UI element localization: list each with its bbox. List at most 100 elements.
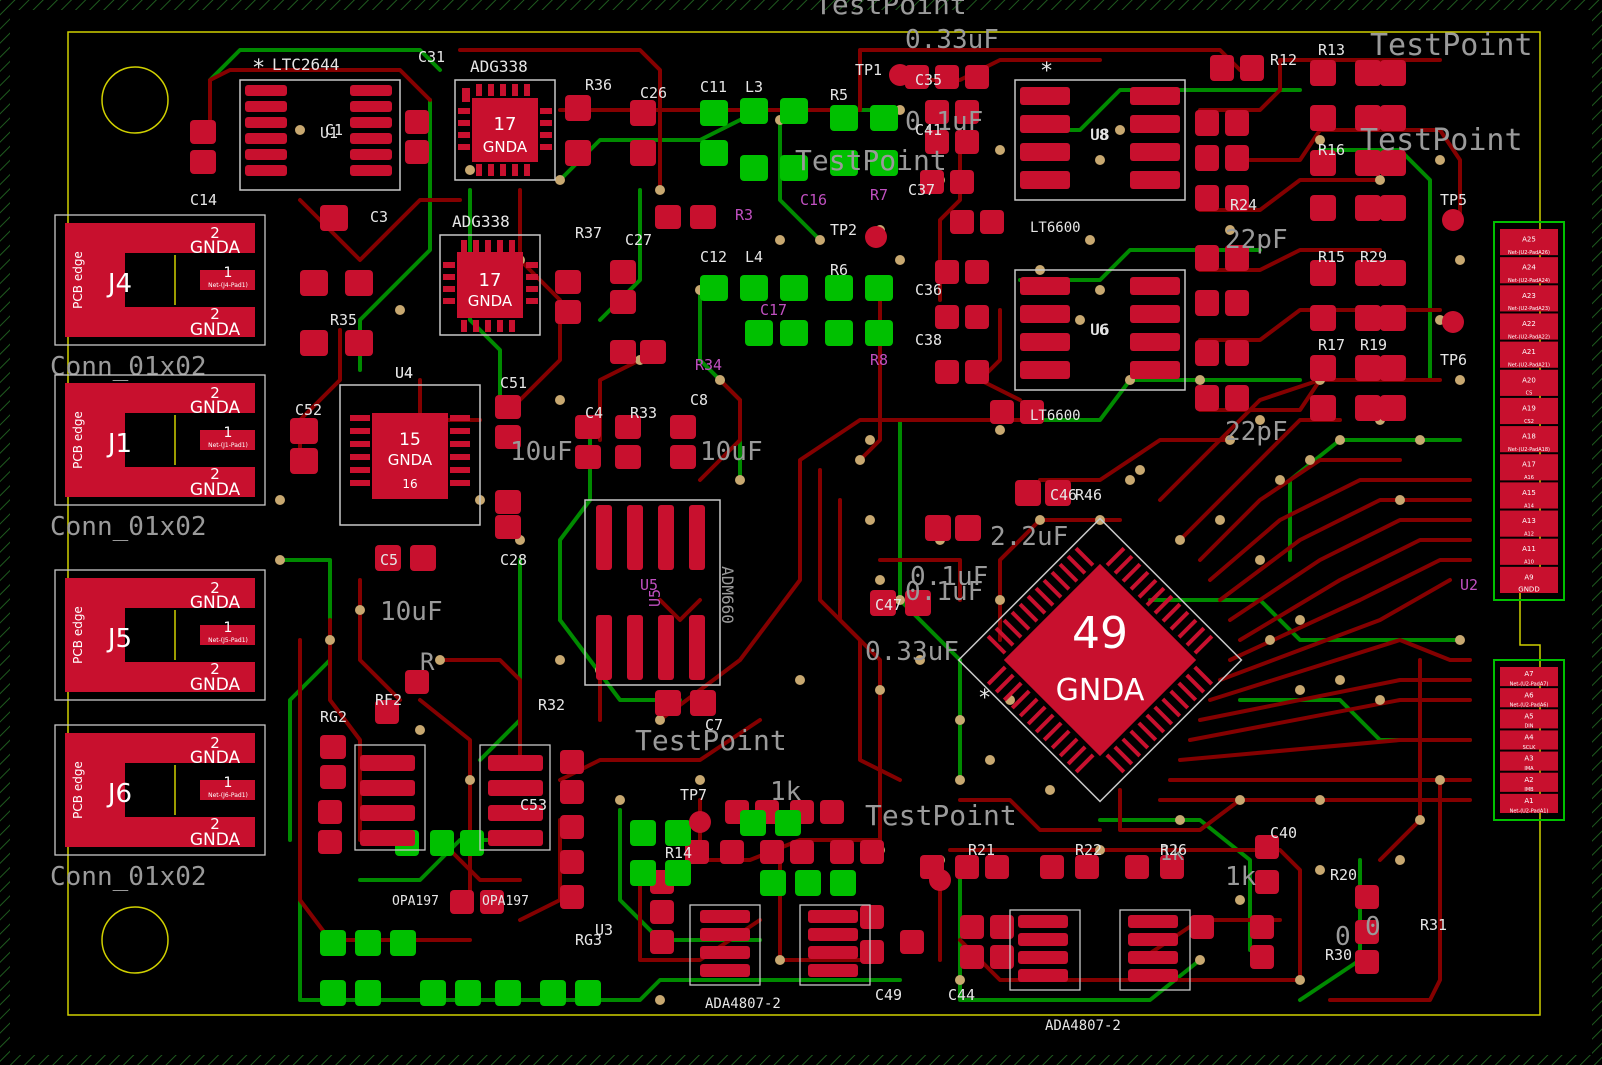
- header-pin-net: Net-(U2-PadA21): [1508, 363, 1550, 369]
- refdes-c7: C7: [705, 716, 723, 734]
- header-pin-label: A6: [1524, 691, 1534, 699]
- refdes-r32: R32: [538, 696, 565, 714]
- refdes-c31: C31: [418, 48, 445, 66]
- refdes-c27: C27: [625, 231, 652, 249]
- header-pin-label: A25: [1522, 236, 1536, 244]
- svg-text:*: *: [978, 686, 991, 711]
- refdes-c5: C5: [380, 551, 398, 569]
- silk-label: 0: [1365, 912, 1381, 942]
- ic-u4[interactable]: 15 GNDA 16 U4: [339, 364, 481, 526]
- refdes-c47: C47: [875, 596, 902, 614]
- refdes-c14: C14: [190, 191, 217, 209]
- svg-text:ADM660: ADM660: [718, 566, 737, 624]
- header-pin-label: A23: [1522, 292, 1536, 300]
- header-pin-label: A9: [1524, 573, 1533, 581]
- refdes-rg2: RG2: [320, 708, 347, 726]
- silk-label: LT6600: [1030, 408, 1081, 424]
- refdes-r12: R12: [1270, 51, 1297, 69]
- silk-label: 10uF: [700, 437, 763, 467]
- pcb-edge-label: PCB edge: [71, 761, 85, 819]
- ic-u8[interactable]: U8 *: [1014, 59, 1186, 201]
- header-pin-label: A17: [1522, 461, 1536, 469]
- pcb-edge-label: PCB edge: [71, 251, 85, 309]
- opamp-opa197-left[interactable]: [354, 744, 551, 851]
- refdes-c12: C12: [700, 248, 727, 266]
- connector-ref: J1: [106, 429, 132, 459]
- pin-net: Net-(J4-Pad1): [208, 282, 248, 289]
- svg-text:ADG338: ADG338: [452, 212, 510, 231]
- silk-label: TestPoint: [865, 799, 1017, 832]
- header-pin-net: Net-(U2-PadA26): [1508, 250, 1550, 256]
- refdes-c28: C28: [500, 551, 527, 569]
- pin-label: 2: [210, 465, 220, 483]
- refdes-u3: U3: [595, 921, 613, 939]
- refdes-c40: C40: [1270, 824, 1297, 842]
- silk-label: 0.1uF: [905, 577, 983, 607]
- pin-label: 1: [224, 425, 233, 441]
- header-pin-label: A1: [1524, 797, 1533, 805]
- qfn-pad-net: GNDA: [1056, 673, 1145, 708]
- mounting-hole: [101, 66, 169, 134]
- ic-adg338-top[interactable]: 17 GNDA ADG338: [454, 57, 556, 181]
- header-pin-label: A3: [1524, 755, 1533, 763]
- refdes-c17: C17: [760, 301, 787, 319]
- refdes-u1: U1: [320, 124, 338, 142]
- ic-u5-adm660[interactable]: U5 ADM660: [584, 499, 737, 686]
- ic-label: LTC2644: [272, 55, 339, 74]
- header-pin-net: Net-(U2-PadA1): [1510, 808, 1549, 814]
- refdes-c37: C37: [908, 181, 935, 199]
- refdes-rg3: RG3: [575, 931, 602, 949]
- opamp-ada4807-right[interactable]: [1009, 909, 1191, 991]
- pin-label: 1: [224, 620, 233, 636]
- header-u2-bottom[interactable]: A7Net-(U2-PadA7)A6Net-(U2-PadA6)A5DINA4S…: [1493, 659, 1565, 821]
- silk-label: 1k: [1225, 862, 1257, 892]
- silk-label: 22pF: [1225, 417, 1288, 447]
- refdes-r6: R6: [830, 261, 848, 279]
- silk-label: 0.33uF: [905, 25, 999, 55]
- ic-adg338-second[interactable]: 17 GNDA ADG338: [439, 212, 541, 336]
- pin-net: GNDA: [190, 480, 241, 500]
- header-pin-net: GNDD: [1518, 586, 1539, 594]
- refdes-r34: R34: [695, 356, 722, 374]
- silk-label: 1k: [770, 777, 802, 807]
- refdes-r36: R36: [585, 76, 612, 94]
- header-pin-net: A16: [1524, 475, 1534, 481]
- header-pin-net: Net-(U2-PadA18): [1508, 447, 1550, 453]
- ic-mcu-qfn[interactable]: 49 GNDA *: [957, 517, 1243, 803]
- svg-text:15: 15: [399, 430, 421, 450]
- refdes-r26: R26: [1160, 841, 1187, 859]
- opamp-ada4807-left[interactable]: [689, 904, 871, 986]
- refdes-r31: R31: [1420, 916, 1447, 934]
- header-pin-label: A13: [1522, 517, 1536, 525]
- silk-label: TestPoint: [815, 0, 967, 21]
- refdes-r22: R22: [1075, 841, 1102, 859]
- header-pin-label: A24: [1522, 264, 1536, 272]
- header-pin-net: Net-(U2-PadA6): [1510, 703, 1549, 709]
- pin-label: 2: [210, 660, 220, 678]
- ic-u6[interactable]: U6: [1014, 269, 1186, 391]
- header-pin-label: A2: [1524, 776, 1533, 784]
- pin-net: GNDA: [190, 748, 241, 768]
- header-pin-net: Net-(U2-PadA22): [1508, 334, 1550, 340]
- ic-ltc2644[interactable]: LTC2644 *: [239, 55, 401, 191]
- test-points: [689, 64, 1464, 891]
- svg-text:GNDA: GNDA: [388, 451, 433, 469]
- refdes-c38: C38: [915, 331, 942, 349]
- pin-net: GNDA: [190, 593, 241, 613]
- pin-label: 2: [210, 815, 220, 833]
- refdes-r46: R46: [1075, 486, 1102, 504]
- svg-text:U6: U6: [1090, 320, 1109, 339]
- refdes-tp5: TP5: [1440, 191, 1467, 209]
- refdes-l3: L3: [745, 78, 763, 96]
- pin-net: GNDA: [190, 238, 241, 258]
- header-pin-net: Net-(U2-PadA24): [1508, 278, 1550, 284]
- front-passive-pads: [190, 55, 1406, 974]
- header-pin-net: IMA: [1524, 766, 1534, 772]
